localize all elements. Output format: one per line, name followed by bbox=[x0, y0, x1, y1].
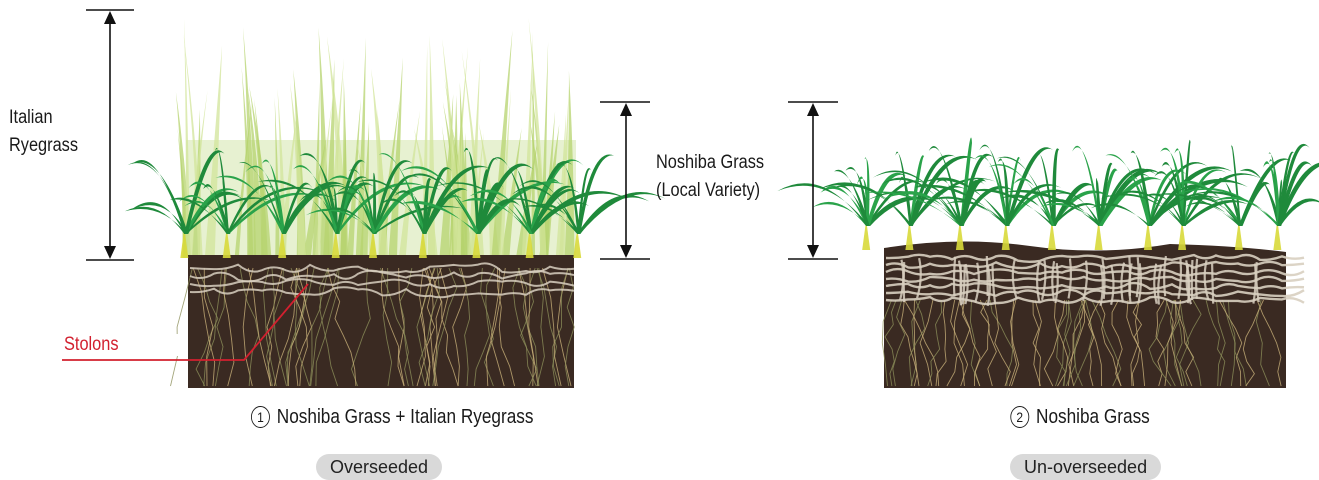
italian-ryegrass-label-line1: Italian bbox=[9, 104, 78, 132]
caption-number-2: 2 bbox=[1010, 406, 1029, 428]
stolon-vertical bbox=[1196, 259, 1197, 299]
height-arrow-ryegrass bbox=[86, 10, 134, 260]
height-arrow-noshiba-overseeded bbox=[600, 102, 650, 259]
stolon-vertical bbox=[1212, 264, 1213, 304]
noshiba-blades-unoverseeded bbox=[777, 138, 1319, 250]
caption-text-1: Noshiba Grass + Italian Ryegrass bbox=[277, 406, 534, 428]
italian-ryegrass-label: Italian Ryegrass bbox=[9, 104, 78, 160]
noshiba-local-label: Noshiba Grass (Local Variety) bbox=[656, 149, 764, 205]
noshiba-blade bbox=[131, 202, 188, 234]
stolons-label-backdrop bbox=[150, 334, 186, 356]
stolons-label: Stolons bbox=[64, 334, 119, 356]
noshiba-local-label-line2: (Local Variety) bbox=[656, 177, 764, 205]
stolon-vertical bbox=[954, 257, 955, 297]
noshiba-local-label-line1: Noshiba Grass bbox=[656, 149, 764, 177]
stolon-vertical bbox=[987, 256, 988, 296]
caption-unoverseeded: 2 Noshiba Grass bbox=[998, 406, 1161, 429]
caption-overseeded: 1Noshiba Grass + Italian Ryegrass bbox=[251, 406, 509, 429]
italian-ryegrass-label-line2: Ryegrass bbox=[9, 132, 78, 160]
stolon-vertical bbox=[1129, 256, 1130, 296]
caption-text-2: Noshiba Grass bbox=[1036, 406, 1150, 428]
height-arrow-noshiba-unoverseeded bbox=[788, 102, 838, 259]
caption-number-1: 1 bbox=[251, 406, 270, 428]
stolon-vertical bbox=[1192, 260, 1193, 300]
badge-overseeded: Overseeded bbox=[316, 454, 442, 480]
noshiba-blade bbox=[577, 192, 665, 234]
badge-unoverseeded: Un-overseeded bbox=[1010, 454, 1161, 480]
